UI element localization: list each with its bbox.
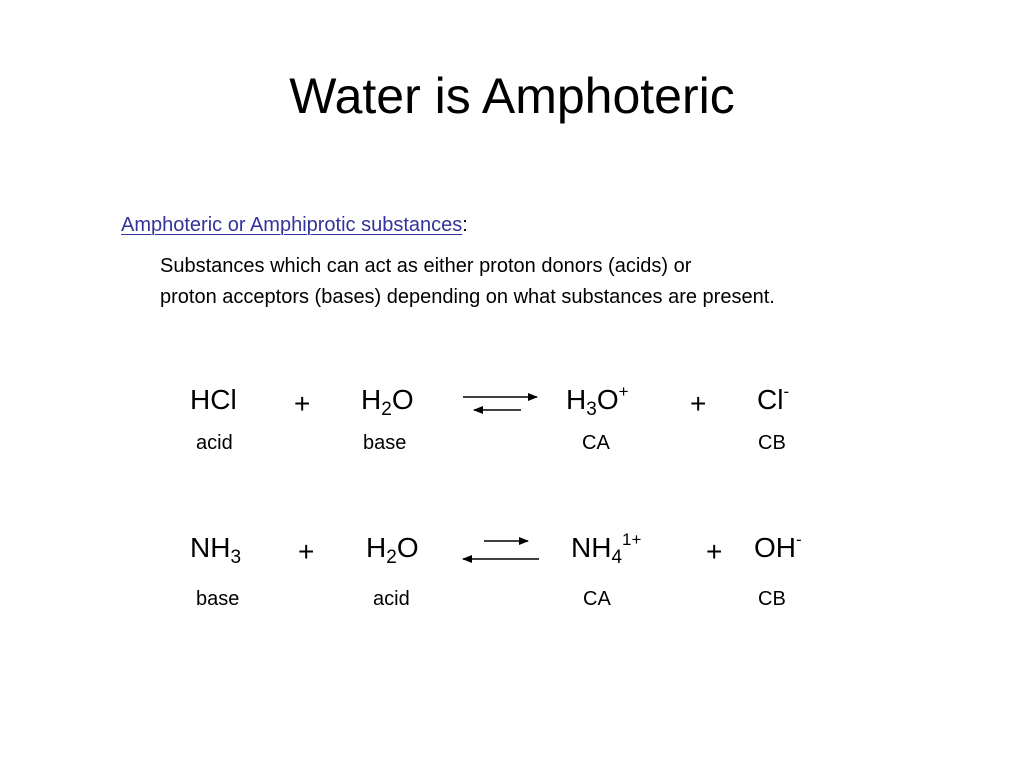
- definition-term-colon: :: [462, 214, 468, 236]
- r1-product1-label: CA: [582, 432, 610, 454]
- r2-product2-label: CB: [758, 588, 786, 610]
- r2-reactant2-formula: H2O: [366, 532, 419, 568]
- definition-line-2: proton acceptors (bases) depending on wh…: [160, 286, 775, 308]
- r1-reactant1-label: acid: [196, 432, 233, 454]
- r2-product1-formula: NH41+: [571, 530, 642, 568]
- slide-title: Water is Amphoteric: [289, 68, 735, 124]
- r2-reactant1-formula: NH3: [190, 532, 242, 568]
- r1-product1-formula: H3O+: [566, 382, 629, 420]
- r2-reactant1-label: base: [196, 588, 240, 610]
- r1-plus-2: +: [690, 388, 707, 419]
- r1-reactant2-formula: H2O: [361, 384, 414, 420]
- r1-product2-formula: Cl-: [757, 382, 790, 415]
- r1-product2-label: CB: [758, 432, 786, 454]
- r1-reactant2-label: base: [363, 432, 407, 454]
- r2-equilibrium-arrow-icon: [462, 537, 539, 563]
- r2-plus-2: +: [706, 536, 723, 567]
- r2-reactant2-label: acid: [373, 588, 410, 610]
- r1-reactant1-formula: HCl: [190, 384, 237, 415]
- r1-equilibrium-arrow-icon: [463, 393, 538, 414]
- r2-product2-formula: OH-: [754, 530, 802, 563]
- r2-product1-label: CA: [583, 588, 611, 610]
- r1-plus-1: +: [294, 388, 311, 419]
- definition-heading: Amphoteric or Amphiprotic substances:: [121, 211, 468, 239]
- definition-line-1: Substances which can act as either proto…: [160, 255, 692, 277]
- r2-plus-1: +: [298, 536, 315, 567]
- definition-term: Amphoteric or Amphiprotic substances: [121, 214, 463, 236]
